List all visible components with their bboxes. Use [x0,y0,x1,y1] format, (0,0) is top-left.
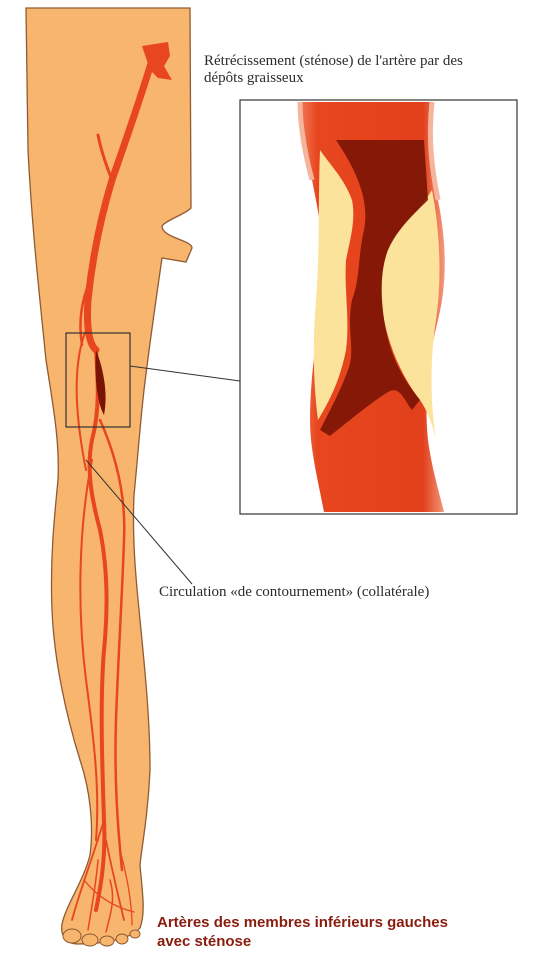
magnified-artery [300,102,445,512]
collateral-label: Circulation «de contournement» (collatér… [159,584,429,601]
caption-line-2: avec sténose [157,932,448,951]
stenosis-label-line-1: Rétrécissement (sténose) de l'artère par… [204,53,463,70]
stenosis-label: Rétrécissement (sténose) de l'artère par… [204,53,463,87]
leg-silhouette [26,8,192,944]
stenosis-label-line-2: dépôts graisseux [204,70,463,87]
caption-line-1: Artères des membres inférieurs gauches [157,913,448,932]
figure-caption: Artères des membres inférieurs gauches a… [157,913,448,951]
